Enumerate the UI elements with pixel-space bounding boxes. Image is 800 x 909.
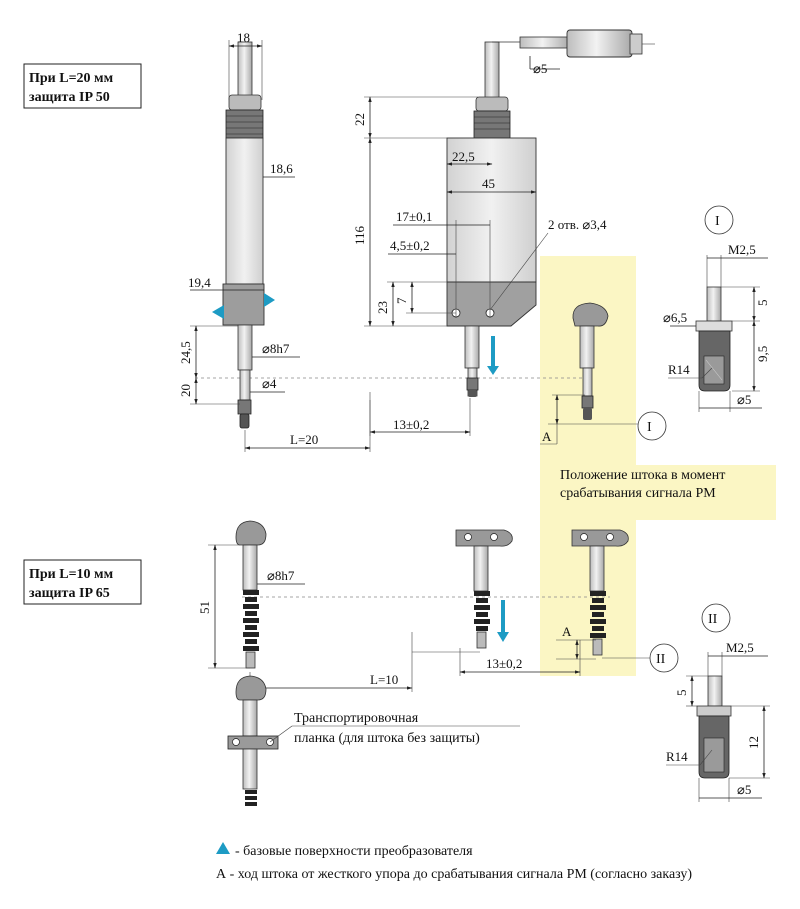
detail-marker-I-top: [637, 411, 667, 441]
detail-I-title-circle: [704, 205, 734, 235]
direction-arrow-top: [487, 336, 499, 375]
detail-II-d5-bottom: ⌀5: [737, 782, 751, 797]
detail-II-r14: R14: [666, 749, 688, 764]
dim-A-bottom: A: [562, 624, 572, 639]
dim-24-5: 24,5: [178, 341, 193, 364]
ip65-line1: При L=10 мм: [29, 567, 114, 582]
detail-II-title-circle: [701, 603, 731, 633]
detail-II-part: [696, 675, 732, 779]
stem-with-plate-center: [455, 529, 513, 649]
dim-A-top: A: [542, 429, 552, 444]
legend-triangle-text: - базовые поверхности преобразователя: [235, 844, 473, 859]
detail-I-m2-5: M2,5: [728, 242, 756, 257]
ip50-line2: защита IP 50: [29, 90, 110, 105]
transport-plate-stem: [227, 675, 279, 806]
detail-II-dim-5: 5: [674, 690, 689, 697]
legend-a-text: А - ход штока от жесткого упора до сраба…: [216, 867, 692, 882]
detail-I-d5-bottom: ⌀5: [737, 392, 751, 407]
detail-II-dim-12: 12: [746, 736, 761, 749]
detail-I-r14: R14: [668, 362, 690, 377]
sensor-front-view-top: [446, 41, 537, 397]
stem-highlight-top: [572, 302, 609, 420]
dim-18: 18: [237, 30, 250, 45]
highlight-text-line2: срабатывания сигнала РМ: [560, 486, 716, 501]
dim-18-6: 18,6: [270, 161, 293, 176]
stem-ip65-side: [235, 520, 267, 669]
ip65-block: [23, 559, 142, 605]
dim-d5-cable: ⌀5: [533, 61, 547, 76]
detail-I-dim-9-5: 9,5: [755, 346, 770, 362]
highlight-text-line1: Положение штока в момент: [560, 468, 725, 483]
ip65-line2: защита IP 65: [29, 586, 110, 601]
detail-marker-I-top-label: I: [647, 420, 652, 435]
dim-7: 7: [394, 297, 409, 304]
ip50-block: [23, 63, 142, 109]
sensor-side-view-top: [222, 41, 265, 429]
dim-8h7-bottom: ⌀8h7: [267, 568, 295, 583]
dim-L20: L=20: [290, 432, 318, 447]
dim-holes: 2 отв. ⌀3,4: [548, 217, 607, 232]
base-surface-triangle-left: [212, 305, 224, 319]
detail-marker-II-bottom-label: II: [656, 652, 666, 667]
dim-4: ⌀4: [262, 376, 277, 391]
dim-19-4: 19,4: [188, 275, 211, 290]
cable-connector: [492, 29, 655, 58]
detail-marker-II-bottom: [649, 643, 679, 673]
dim-8h7-top: ⌀8h7: [262, 341, 290, 356]
stem-highlight-bottom: [571, 529, 629, 656]
dim-116: 116: [352, 225, 367, 245]
legend-triangle-icon: [216, 842, 230, 854]
detail-II-title: II: [708, 612, 718, 627]
transport-line1: Транспортировочная: [294, 711, 419, 726]
dim-51: 51: [197, 601, 212, 614]
detail-I-dim-5: 5: [755, 300, 770, 307]
dim-20: 20: [178, 384, 193, 397]
ip50-line1: При L=20 мм: [29, 71, 114, 86]
dim-13-top: 13±0,2: [393, 417, 429, 432]
dim-13-bottom: 13±0,2: [486, 656, 522, 671]
base-surface-triangle-right: [264, 293, 275, 307]
detail-II-m2-5: M2,5: [726, 640, 754, 655]
dim-17: 17±0,1: [396, 209, 432, 224]
transport-line2: планка (для штока без защиты): [294, 731, 480, 746]
detail-I-title: I: [715, 214, 720, 229]
dim-23: 23: [375, 301, 390, 314]
dim-22-5: 22,5: [452, 149, 475, 164]
dim-22: 22: [352, 113, 367, 126]
dim-4-5: 4,5±0,2: [390, 238, 430, 253]
detail-I-part: [695, 286, 733, 392]
direction-arrow-bottom: [497, 600, 509, 642]
detail-I-dim-6-5: ⌀6,5: [663, 310, 687, 325]
dim-L10: L=10: [370, 672, 398, 687]
dim-45: 45: [482, 176, 495, 191]
